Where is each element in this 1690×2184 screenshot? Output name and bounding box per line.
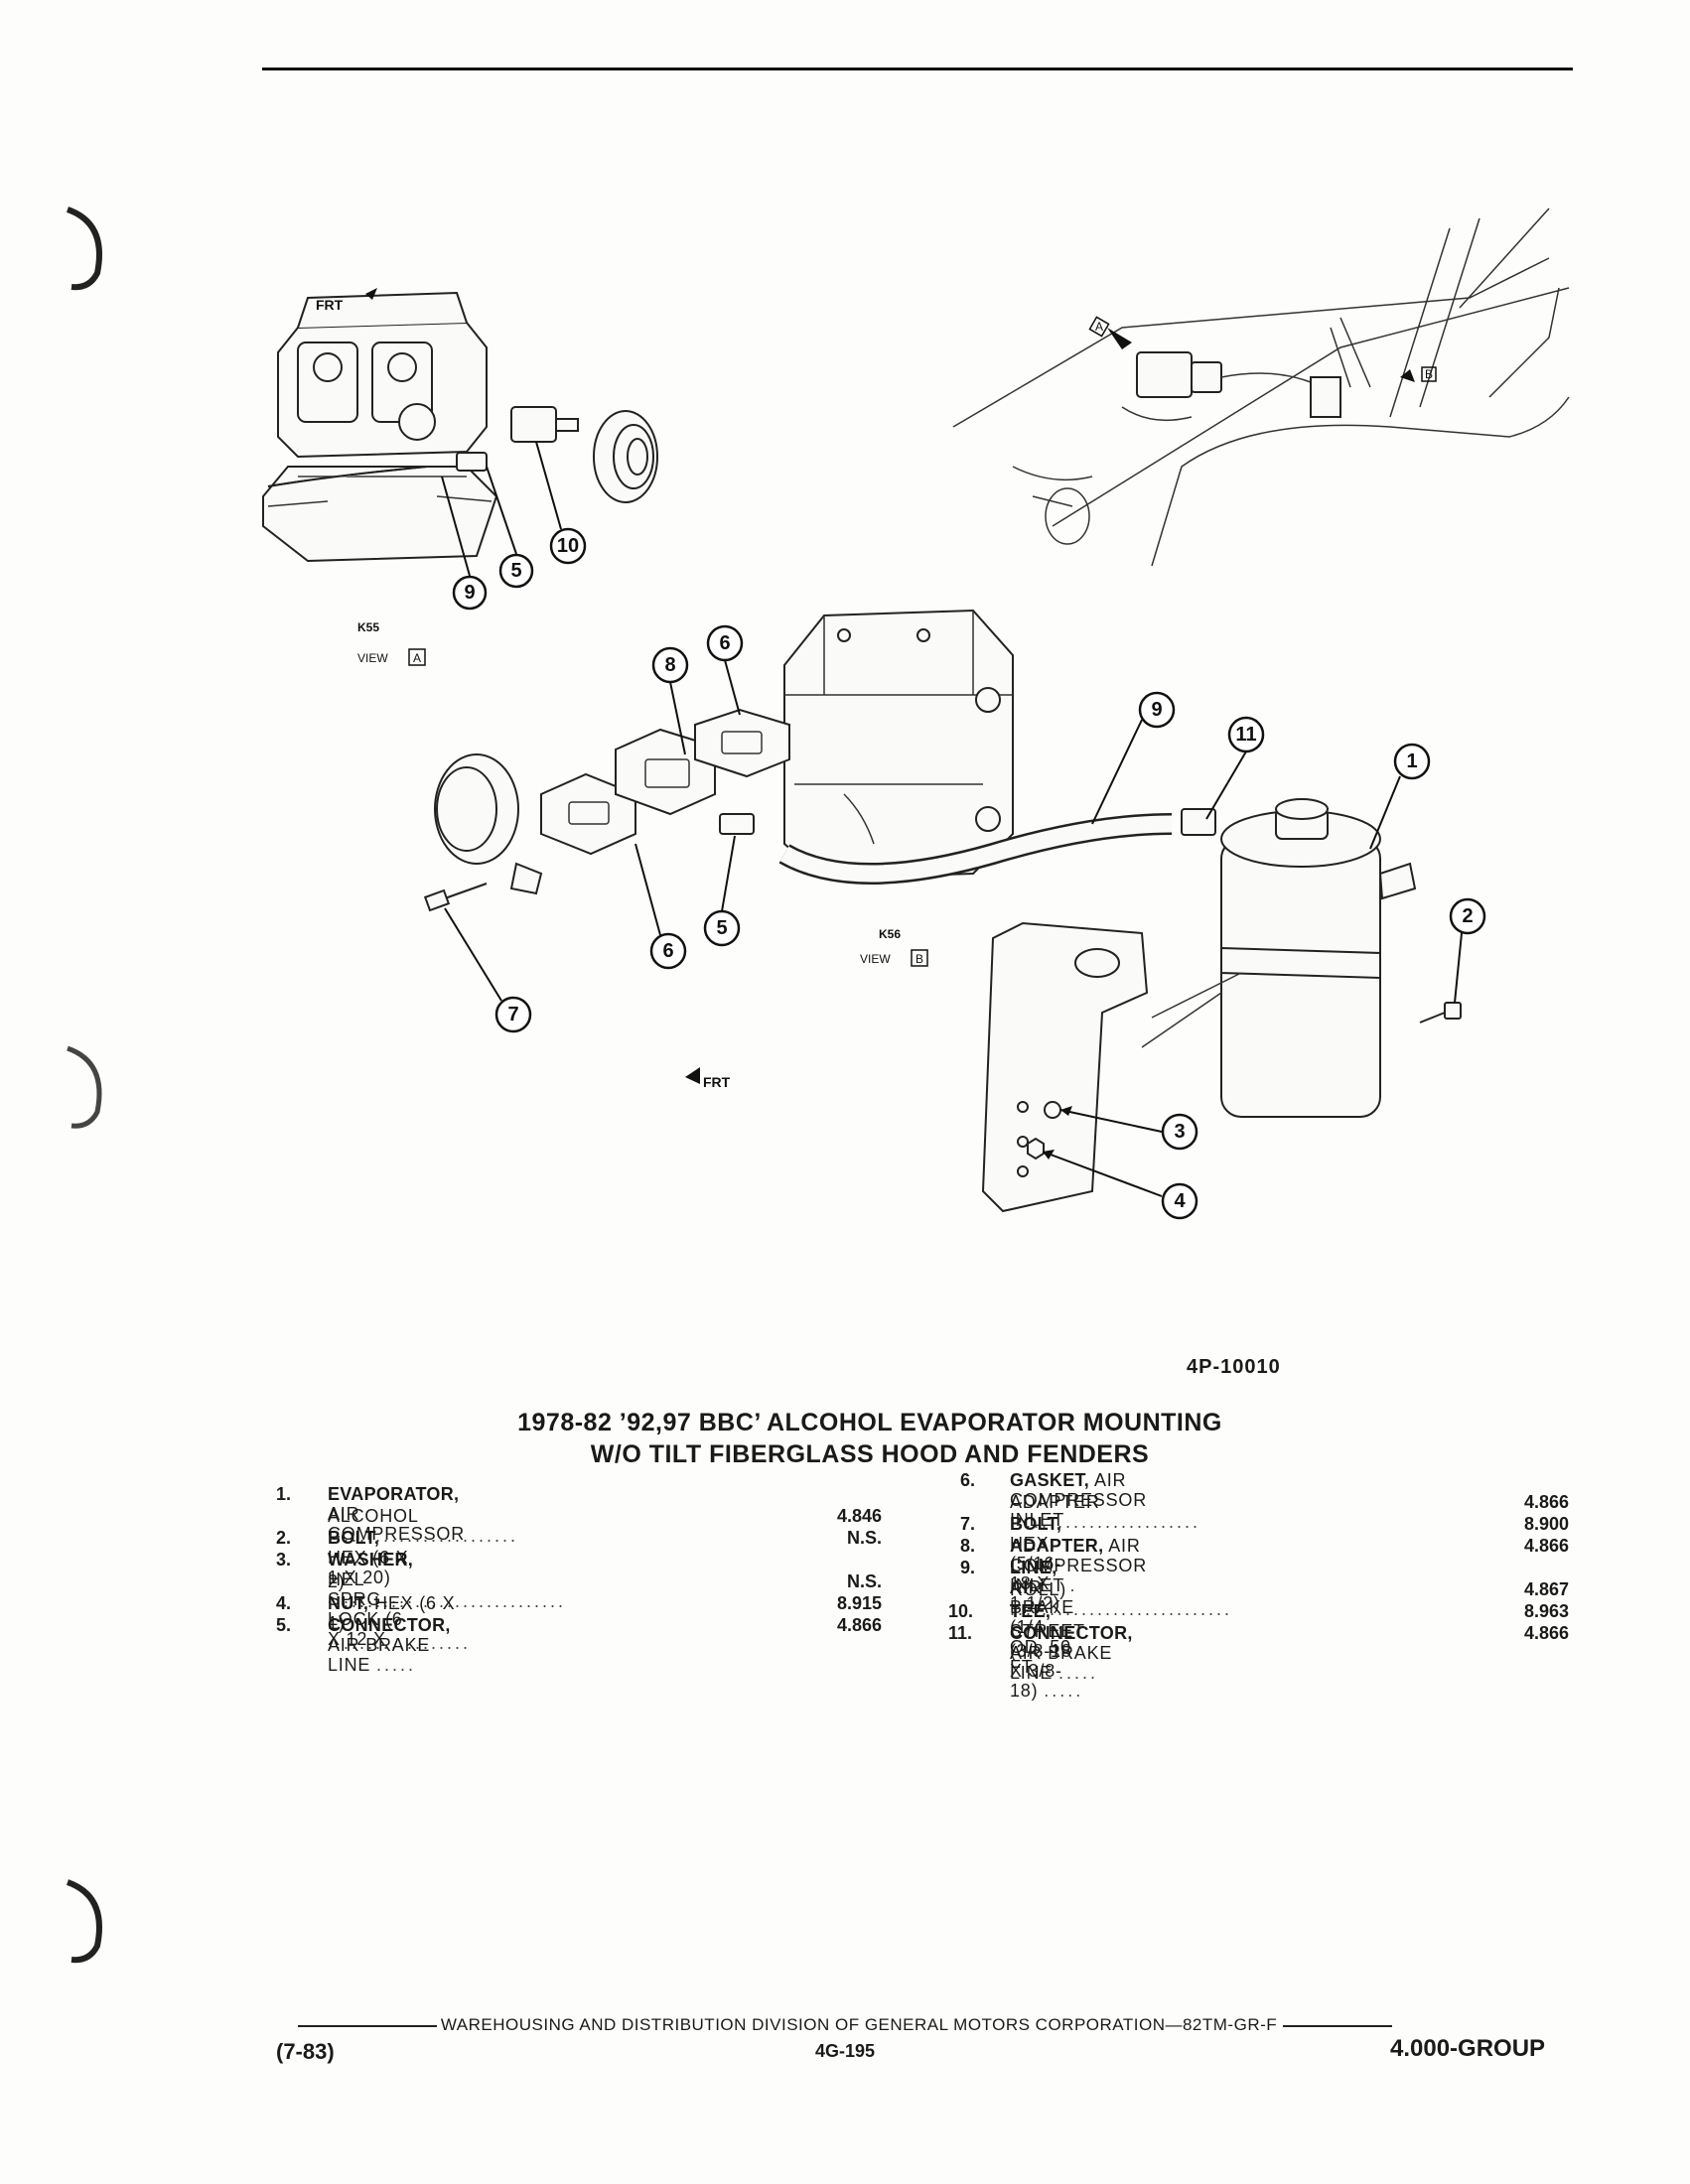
front-marker-label: FRT <box>316 297 344 313</box>
truck-cab-sketch: A B <box>952 207 1570 567</box>
callout-3: 3 <box>1161 1113 1198 1151</box>
view-b-caption: VIEW <box>860 952 891 966</box>
page-title: 1978-82 ’92,97 BBC’ ALCOHOL EVAPORATOR M… <box>0 1407 1690 1470</box>
svg-text:1: 1 <box>1406 751 1417 772</box>
svg-text:7: 7 <box>507 1004 518 1025</box>
view-a-caption: VIEW <box>357 651 388 665</box>
evaporator <box>1220 798 1417 1118</box>
footer-group: 4.000-GROUP <box>1390 2035 1546 2062</box>
svg-text:9: 9 <box>464 582 475 604</box>
front-arrow-icon <box>365 288 377 300</box>
exploded-view-diagram: FRT 9 5 10 K55 VIEW A A B <box>262 207 1570 1220</box>
callout-8: 8 <box>651 646 689 684</box>
binder-hole-icon <box>66 206 102 291</box>
svg-text:A: A <box>1095 320 1103 334</box>
svg-text:11: 11 <box>1235 724 1256 746</box>
svg-text:2: 2 <box>1462 905 1473 927</box>
callout-4: 4 <box>1161 1182 1198 1220</box>
svg-text:9: 9 <box>1151 699 1162 721</box>
front-marker-label: FRT <box>703 1074 731 1090</box>
svg-text:B: B <box>1425 367 1433 381</box>
mounting-bracket <box>981 921 1149 1213</box>
callout-5: 5 <box>703 909 741 947</box>
svg-text:6: 6 <box>719 632 730 654</box>
callout-1: 1 <box>1393 743 1431 780</box>
svg-text:3: 3 <box>1174 1121 1185 1143</box>
svg-text:10: 10 <box>557 535 579 557</box>
view-b-letter: B <box>915 952 923 966</box>
title-line-1: 1978-82 ’92,97 BBC’ ALCOHOL EVAPORATOR M… <box>517 1409 1222 1436</box>
svg-text:6: 6 <box>662 940 673 962</box>
top-rule <box>262 68 1573 70</box>
binder-hole-icon <box>66 1879 102 1964</box>
callout-6: 6 <box>649 932 687 970</box>
callout-5: 5 <box>498 553 534 589</box>
svg-text:8: 8 <box>664 654 675 676</box>
callout-7: 7 <box>494 996 532 1033</box>
svg-text:5: 5 <box>510 560 521 582</box>
svg-text:5: 5 <box>716 917 727 939</box>
page-number: 4G-195 <box>814 2041 876 2061</box>
front-arrow-icon <box>685 1067 700 1084</box>
svg-text:4: 4 <box>1174 1190 1186 1212</box>
binder-hole-icon <box>67 1045 102 1129</box>
callout-11: 11 <box>1227 716 1265 753</box>
figure-code: 4P-10010 <box>1187 1356 1281 1378</box>
callout-9: 9 <box>452 575 488 611</box>
compressor-main <box>783 609 1014 881</box>
footer-publisher-line: WAREHOUSING AND DISTRIBUTION DIVISION OF… <box>0 2015 1690 2035</box>
callout-2: 2 <box>1449 897 1486 935</box>
title-line-2: W/O TILT FIBERGLASS HOOD AND FENDERS <box>590 1440 1150 1468</box>
view-a-code: K55 <box>357 620 379 634</box>
compressor-detail-a <box>262 291 658 563</box>
callout-10: 10 <box>549 527 587 565</box>
callout-9: 9 <box>1138 691 1176 729</box>
gasket-2 <box>694 708 790 778</box>
view-b-code: K56 <box>879 927 901 941</box>
view-a-letter: A <box>413 651 421 665</box>
footer-date: (7-83) <box>276 2039 335 2064</box>
gasket-1 <box>540 772 636 856</box>
callout-6: 6 <box>706 624 744 662</box>
adapter <box>615 728 716 816</box>
